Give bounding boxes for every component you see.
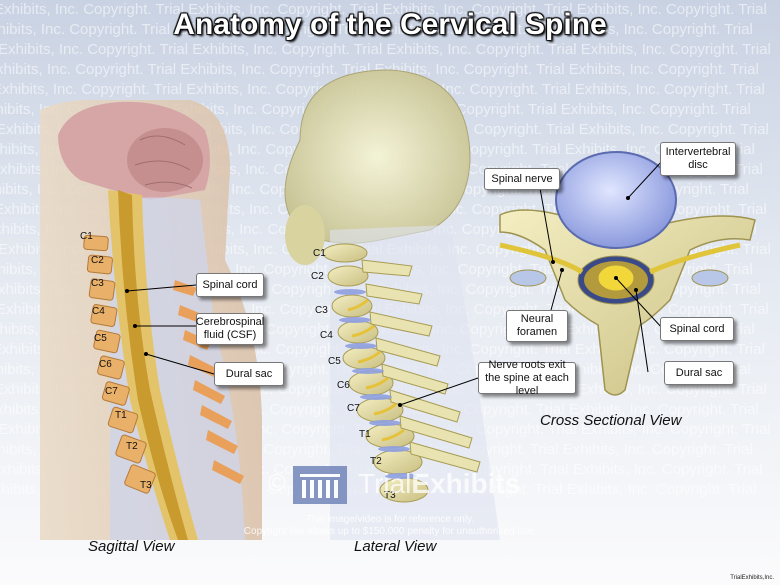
copyright-symbol: © (268, 470, 286, 497)
lateral-view-label: Lateral View (354, 538, 437, 555)
logo-wordmark: TrialExhibits (358, 468, 521, 499)
sagittal-vertebra-label: C2 (91, 255, 104, 266)
lateral-vertebra-label: C2 (311, 271, 324, 282)
sagittal-vertebra-label: T1 (115, 410, 127, 421)
sagittal-vertebra-label: T2 (126, 441, 138, 452)
page-title: Anatomy of the Cervical Spine (173, 8, 607, 41)
notice-line-2: Copyright law allows up to $150,000 pena… (243, 526, 537, 537)
lateral-vertebra-label: T2 (370, 456, 382, 467)
lateral-vertebra-label: C6 (337, 380, 350, 391)
sagittal-vertebra-label: C4 (92, 306, 105, 317)
sagittal-vertebra-label: T3 (140, 480, 152, 491)
intervertebral-disc-label: Intervertebral disc (660, 142, 736, 176)
sagittal-vertebra-label: C3 (91, 278, 104, 289)
lateral-view-drawing (284, 69, 500, 540)
sagittal-vertebra-label: C7 (105, 386, 118, 397)
lateral-vertebra-label: T3 (384, 490, 396, 501)
cross-spinal-cord-label: Spinal cord (660, 317, 734, 341)
lateral-vertebra-label: C3 (315, 305, 328, 316)
lateral-vertebra-label: C5 (328, 356, 341, 367)
cross-section-view-label: Cross Sectional View (540, 412, 682, 429)
sagittal-view-drawing (40, 100, 262, 540)
lateral-vertebra-label: C1 (313, 248, 326, 259)
sagittal-vertebra-label: C1 (80, 231, 93, 242)
lateral-vertebra-label: C7 (347, 403, 360, 414)
csf-label: Cerebrospinal fluid (CSF) (196, 313, 264, 345)
sagittal-vertebra-label: C5 (94, 333, 107, 344)
neural-foramen-label: Neural foramen (506, 310, 568, 342)
nerve-roots-label: Nerve roots exit the spine at each level (478, 359, 576, 397)
spinal-cord-label: Spinal cord (196, 273, 264, 297)
footer-credit: TrialExhibits,Inc. (730, 575, 774, 581)
sagittal-view-label: Sagittal View (88, 538, 175, 555)
sagittal-dural-sac-label: Dural sac (214, 362, 284, 386)
notice-line-1: This image/video is for reference only. (305, 514, 475, 525)
cross-dural-sac-label: Dural sac (664, 361, 734, 385)
cross-section-drawing (499, 151, 756, 396)
logo-icon (293, 466, 347, 504)
sagittal-vertebra-label: C6 (99, 359, 112, 370)
spinal-nerve-label: Spinal nerve (484, 168, 560, 190)
lateral-vertebra-label: T1 (359, 429, 371, 440)
lateral-vertebra-label: C4 (320, 330, 333, 341)
